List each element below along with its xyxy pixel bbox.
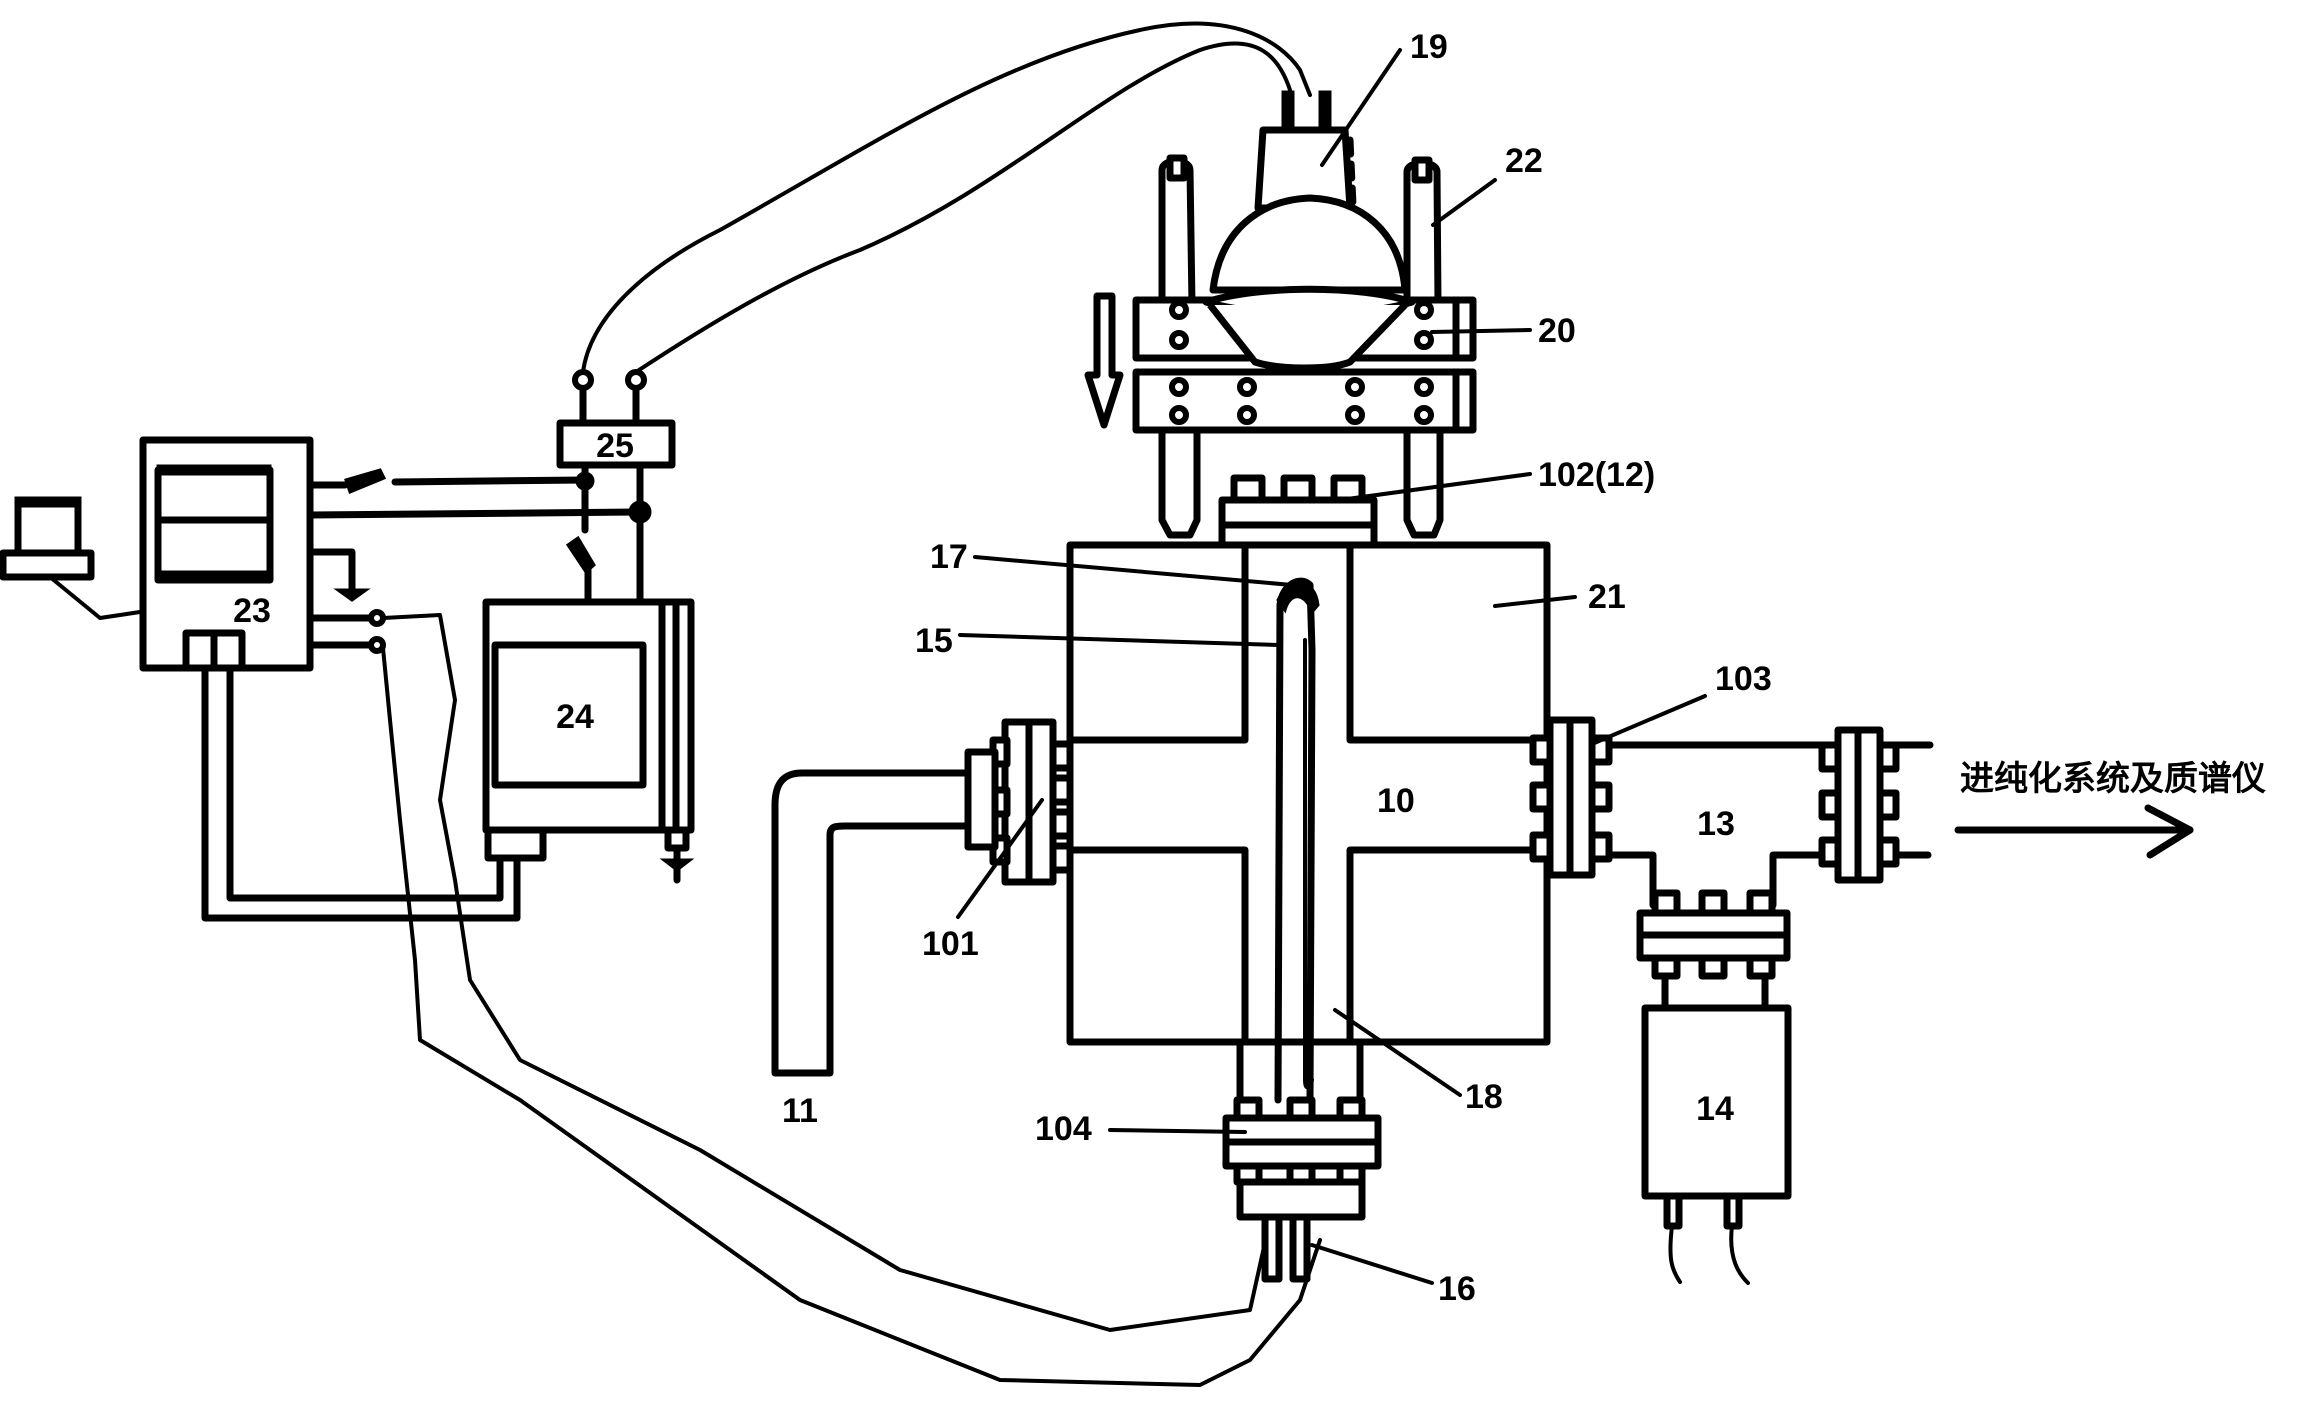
t-pipe-13: 13 xyxy=(1605,726,1934,909)
label-22: 22 xyxy=(1505,142,1543,180)
flange-101 xyxy=(964,718,1074,886)
clamp-plates xyxy=(1132,285,1477,434)
output-note: 进纯化系统及质谱仪 xyxy=(1960,759,2266,799)
label-23: 23 xyxy=(233,592,271,630)
label-19: 19 xyxy=(1410,28,1448,66)
label-14: 14 xyxy=(1696,1090,1734,1128)
motor-cable xyxy=(581,21,1312,374)
label-16: 16 xyxy=(1438,1270,1476,1308)
motor-19 xyxy=(1209,90,1409,294)
guide-posts-22 xyxy=(1158,154,1444,539)
output-arrow-icon xyxy=(1954,804,2194,859)
relay-25: 25 xyxy=(556,369,676,469)
supply-wires xyxy=(201,664,521,922)
label-18: 18 xyxy=(1465,1078,1503,1116)
label-11: 11 xyxy=(782,1092,818,1130)
label-102: 102(12) xyxy=(1538,456,1655,494)
bottom-connectors-16 xyxy=(1261,1213,1311,1283)
label-10: 10 xyxy=(1377,782,1415,820)
leader-lines xyxy=(956,48,1707,1285)
label-21: 21 xyxy=(1588,578,1626,616)
label-104: 104 xyxy=(1035,1110,1092,1148)
label-20: 20 xyxy=(1538,312,1576,350)
thermocouple-leads xyxy=(381,613,1322,1387)
inlet-pipe-11 xyxy=(771,769,972,1077)
ground-icon xyxy=(306,548,371,602)
pump-14: 14 xyxy=(1641,1004,1792,1285)
label-25: 25 xyxy=(596,427,634,465)
label-24: 24 xyxy=(556,698,594,736)
controller-23: 23 xyxy=(139,436,314,672)
inner-tube-15 xyxy=(1274,577,1320,1104)
label-15: 15 xyxy=(915,622,953,660)
label-103: 103 xyxy=(1715,660,1772,698)
down-arrow-icon xyxy=(1084,292,1124,429)
control-wires xyxy=(306,463,652,654)
flange-103 xyxy=(1529,716,1613,879)
flange-104 xyxy=(1222,1038,1382,1221)
power-supply-24: 24 xyxy=(482,598,695,884)
label-13: 13 xyxy=(1697,805,1735,843)
laptop-icon xyxy=(0,496,142,620)
label-17: 17 xyxy=(930,538,968,576)
pump-flange xyxy=(1636,889,1791,1012)
label-101: 101 xyxy=(922,925,979,963)
